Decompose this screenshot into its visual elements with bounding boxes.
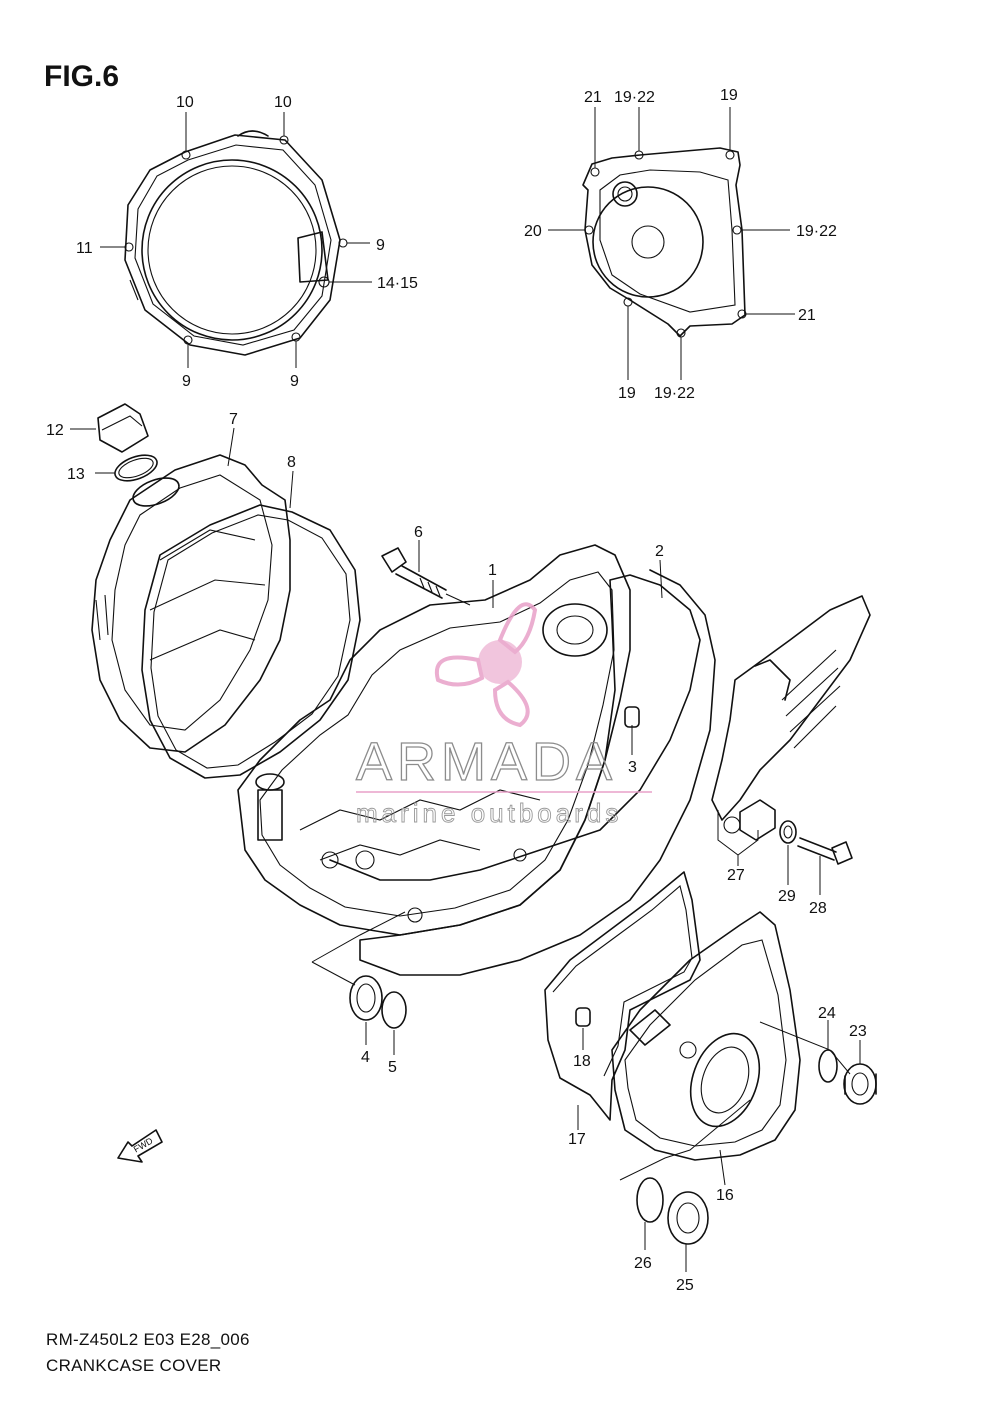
callout-11: 11 bbox=[76, 240, 93, 257]
washer-29 bbox=[779, 820, 797, 844]
callout-10: 10 bbox=[176, 94, 194, 111]
fwd-badge: FWD bbox=[132, 1135, 155, 1154]
dowel-pin-3 bbox=[624, 706, 640, 728]
o-ring-26 bbox=[636, 1177, 664, 1223]
callout-25: 25 bbox=[676, 1277, 694, 1294]
figure-title: FIG.6 bbox=[44, 60, 120, 93]
oil-seal-4 bbox=[349, 975, 383, 1021]
callout-28: 28 bbox=[809, 900, 827, 917]
callout-labels: 10 10 11 9 14·15 9 9 21 19·22 19 19·22 2… bbox=[46, 87, 867, 1294]
plug-25 bbox=[667, 1191, 709, 1245]
callout-29: 29 bbox=[778, 888, 796, 905]
callout-5: 5 bbox=[388, 1059, 397, 1076]
callout-19: 19 bbox=[720, 87, 738, 104]
gasket-8 bbox=[141, 504, 361, 779]
callout-21: 21 bbox=[584, 89, 602, 106]
magneto-cover-bolt-holes bbox=[584, 150, 747, 338]
callout-7: 7 bbox=[229, 411, 238, 428]
callout-9: 9 bbox=[290, 373, 299, 390]
callout-26: 26 bbox=[634, 1255, 652, 1272]
watermark-logo-icon bbox=[434, 602, 538, 728]
callout-12: 12 bbox=[46, 422, 64, 439]
clutch-cover-7-leaders bbox=[70, 427, 294, 509]
guard-leaders bbox=[717, 810, 821, 895]
clutch-cover-leaders bbox=[100, 112, 372, 368]
bolt-6 bbox=[381, 540, 471, 606]
circlip-5 bbox=[381, 991, 407, 1029]
callout-9: 9 bbox=[182, 373, 191, 390]
gasket-17 bbox=[544, 871, 701, 1121]
callout-21: 21 bbox=[798, 307, 816, 324]
callout-19: 19 bbox=[618, 385, 636, 402]
callout-8: 8 bbox=[287, 454, 296, 471]
callout-23: 23 bbox=[849, 1023, 867, 1040]
callout-13: 13 bbox=[67, 466, 85, 483]
callout-1: 1 bbox=[488, 562, 497, 579]
crankcase-cover-1-leaders bbox=[492, 559, 663, 755]
callout-20: 20 bbox=[524, 223, 542, 240]
clutch-cover-bolt-holes bbox=[124, 135, 348, 345]
fwd-arrow-icon: FWD bbox=[117, 1129, 163, 1163]
callout-4: 4 bbox=[361, 1049, 370, 1066]
callout-3: 3 bbox=[628, 759, 637, 776]
callout-17: 17 bbox=[568, 1131, 586, 1148]
magneto-cover bbox=[582, 147, 746, 337]
model-code: RM-Z450L2 E03 E28_006 bbox=[46, 1330, 250, 1349]
figure-caption: CRANKCASE COVER bbox=[46, 1356, 222, 1375]
clutch-cover-outer bbox=[124, 130, 341, 356]
generator-cover-16 bbox=[611, 911, 801, 1161]
callout-18: 18 bbox=[573, 1053, 591, 1070]
callout-9: 9 bbox=[376, 237, 385, 254]
bolt-28 bbox=[797, 837, 853, 865]
sprocket-guard bbox=[711, 595, 871, 834]
magneto-cover-leaders bbox=[548, 107, 795, 380]
callout-14-15: 14·15 bbox=[377, 275, 418, 292]
callout-6: 6 bbox=[414, 524, 423, 541]
callout-27: 27 bbox=[727, 867, 745, 884]
collar-27 bbox=[739, 799, 776, 841]
dowel-pin-18 bbox=[575, 1007, 591, 1050]
o-ring-13 bbox=[114, 454, 158, 482]
oil-filler-cap bbox=[97, 403, 149, 453]
callout-24: 24 bbox=[818, 1005, 836, 1022]
gasket-2 bbox=[329, 569, 716, 976]
callout-19-22: 19·22 bbox=[796, 223, 837, 240]
seal-leaders bbox=[311, 911, 406, 1055]
callout-2: 2 bbox=[655, 543, 664, 560]
watermark-brand: ARMADA bbox=[356, 732, 617, 792]
callout-10: 10 bbox=[274, 94, 292, 111]
callout-19-22: 19·22 bbox=[614, 89, 655, 106]
generator-cover-leaders bbox=[619, 1020, 861, 1272]
watermark-tagline: marine outboards bbox=[356, 798, 622, 828]
clutch-cover-7 bbox=[91, 454, 291, 753]
callout-19-22: 19·22 bbox=[654, 385, 695, 402]
callout-16: 16 bbox=[716, 1187, 734, 1204]
plug-23 bbox=[843, 1063, 877, 1105]
